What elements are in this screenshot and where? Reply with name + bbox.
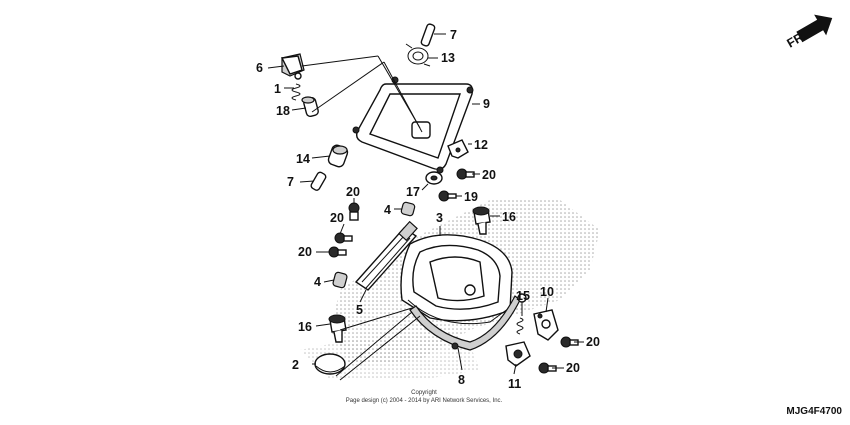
spring-part-13 [405,43,431,67]
callout-20-b: 20 [330,211,344,225]
screw-part-20-b [334,232,353,244]
callout-20-e: 20 [586,335,600,349]
storage-lid-part-9 [352,76,474,174]
knob-part-6 [280,53,305,80]
copyright-line-2: Page design (c) 2004 - 2014 by ARI Netwo… [346,398,503,404]
diagram-code: MJG4F4700 [786,406,842,417]
callout-5: 5 [356,303,363,317]
callout-7-top: 7 [450,28,457,42]
latch-part-10 [533,309,559,341]
callout-20-a: 20 [346,185,360,199]
pin-part-7-top [420,23,436,47]
damper-part-14 [327,144,349,168]
screw-part-20-d [456,168,475,180]
callout-9: 9 [483,97,490,111]
callout-10: 10 [540,285,554,299]
callout-3: 3 [436,211,443,225]
callout-labels: 6 1 18 7 13 9 14 7 12 20 17 19 20 4 3 16… [256,28,600,391]
callout-20-f: 20 [566,361,580,375]
washer-part-17 [425,171,443,185]
callout-6: 6 [256,61,263,75]
callout-4-upper: 4 [384,203,391,217]
clip-part-16-left [328,314,347,343]
clip-part-16-right [472,206,491,235]
callout-18: 18 [276,104,290,118]
grommet-part-4-upper [400,201,416,217]
callout-17: 17 [406,185,420,199]
callout-7-left: 7 [287,175,294,189]
callout-16-right: 16 [502,210,516,224]
callout-20-c: 20 [298,245,312,259]
callout-19: 19 [464,190,478,204]
callout-12: 12 [474,138,488,152]
cap-part-2 [314,353,346,375]
pin-part-18 [301,96,319,118]
leader-lines [267,33,584,381]
callout-13: 13 [441,51,455,65]
front-direction-arrow: FR. [785,14,833,51]
pin-part-7-left [310,171,327,191]
storage-box-part-3 [400,234,521,325]
spring-part-1 [291,83,301,101]
spring-part-15 [516,317,524,335]
callout-8: 8 [458,373,465,387]
callout-4-lower: 4 [314,275,321,289]
screw-part-19 [438,190,457,202]
callout-11: 11 [508,377,521,391]
rail-bracket-part-5 [354,220,418,291]
callout-16-left: 16 [298,320,312,334]
inner-cover-part-8 [409,293,527,351]
callout-14: 14 [296,152,310,166]
clip-part-12 [447,139,469,159]
screw-part-20-c [328,246,347,258]
callout-15: 15 [516,289,530,303]
callout-20-d: 20 [482,168,496,182]
callout-1: 1 [274,82,281,96]
callout-2: 2 [292,358,299,372]
lock-part-11 [505,341,531,367]
screw-part-20-a [348,202,360,221]
copyright-line-1: Copyright [411,390,437,396]
grommet-part-4-lower [332,271,348,289]
